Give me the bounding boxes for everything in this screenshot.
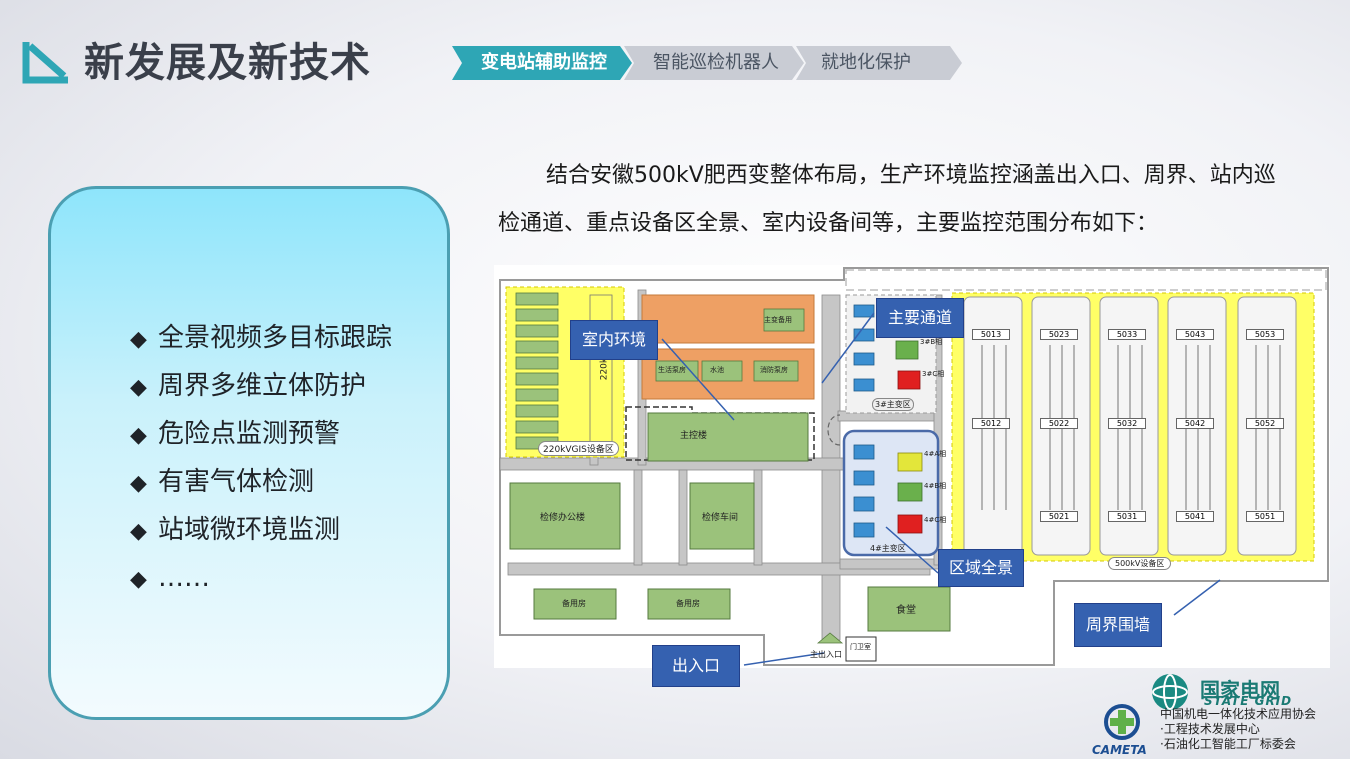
- phase-label: 3#B相: [920, 338, 943, 346]
- canteen-label: 食堂: [896, 605, 916, 616]
- bay-label: 5031: [1108, 511, 1146, 522]
- phase-label: 3#C相: [922, 370, 945, 378]
- maint-office-label: 检修办公楼: [540, 513, 586, 523]
- page-title: 新发展及新技术: [84, 40, 371, 86]
- bay-label: 5021: [1040, 511, 1078, 522]
- transformer4-area-label: 4#主变区: [870, 544, 906, 553]
- substation-layout-map: 主控楼 检修办公楼 检修车间 备用房 备用房 食堂 220kVGIS设备区 22…: [494, 265, 1330, 687]
- bay-label: 5043: [1176, 329, 1214, 340]
- diamond-bullet-icon: ◆: [130, 423, 147, 448]
- diamond-bullet-icon: ◆: [130, 327, 147, 352]
- kv500-area-label: 500kV设备区: [1108, 557, 1172, 570]
- main-entrance-label: 主出入口: [810, 650, 842, 659]
- pool-label: 水池: [710, 366, 724, 374]
- bay-label: 5012: [972, 418, 1010, 429]
- callout-perimeter-wall: 周界围墙: [1074, 603, 1162, 647]
- tab-inspection-robot[interactable]: 智能巡检机器人: [653, 52, 779, 73]
- main-control-label: 主控楼: [680, 431, 708, 441]
- callout-indoor-environment: 室内环境: [570, 320, 658, 360]
- diamond-bullet-icon: ◆: [130, 375, 147, 400]
- arrow-down-right-icon: [22, 42, 68, 84]
- living-pump-label: 生活泵房: [658, 366, 686, 374]
- bay-label: 5033: [1108, 329, 1146, 340]
- feature-panel: [48, 186, 450, 720]
- fire-pump-label: 消防泵房: [760, 366, 788, 374]
- equipment-room-label: 主变备用: [764, 316, 792, 324]
- phase-label: 4#B相: [924, 482, 947, 490]
- state-grid-name-cn: 国家电网: [1200, 678, 1280, 702]
- diamond-bullet-icon: ◆: [130, 519, 147, 544]
- transformer3-area-label: 3#主变区: [872, 398, 914, 411]
- list-item: ◆……: [130, 558, 392, 606]
- bay-label: 5051: [1246, 511, 1284, 522]
- bay-label: 5053: [1246, 329, 1284, 340]
- state-grid-name-en: STATE GRID: [1204, 694, 1293, 708]
- bay-label: 5023: [1040, 329, 1078, 340]
- gis220-area-label: 220kVGIS设备区: [538, 441, 619, 456]
- bay-label: 5032: [1108, 418, 1146, 429]
- tab-substation-monitoring[interactable]: 变电站辅助监控: [481, 52, 607, 73]
- cameta-name: CAMETA: [1092, 743, 1147, 757]
- cameta-logo-icon: [1104, 704, 1140, 740]
- tab-shapes: [452, 46, 962, 80]
- association-text: 中国机电一体化技术应用协会 ·工程技术发展中心 ·石油化工智能工厂标委会: [1160, 707, 1316, 752]
- list-item: ◆站域微环境监测: [130, 510, 392, 558]
- spare-room-label: 备用房: [562, 599, 586, 608]
- bay-label: 5022: [1040, 418, 1078, 429]
- intro-paragraph: 结合安徽500kV肥西变整体布局，生产环境监控涵盖出入口、周界、站内巡 检通道、…: [498, 152, 1334, 248]
- diamond-bullet-icon: ◆: [130, 567, 147, 592]
- list-item: ◆有害气体检测: [130, 462, 392, 510]
- intro-line-1: 结合安徽500kV肥西变整体布局，生产环境监控涵盖出入口、周界、站内巡: [546, 163, 1276, 188]
- callout-main-road: 主要通道: [876, 298, 964, 338]
- association-line: 中国机电一体化技术应用协会: [1160, 707, 1317, 721]
- state-grid-logo-icon: [1152, 674, 1188, 710]
- bay-label: 5041: [1176, 511, 1214, 522]
- association-line: ·工程技术发展中心: [1160, 722, 1260, 736]
- list-item: ◆全景视频多目标跟踪: [130, 318, 392, 366]
- bay-label: 5052: [1246, 418, 1284, 429]
- diamond-bullet-icon: ◆: [130, 471, 147, 496]
- list-item: ◆危险点监测预警: [130, 414, 392, 462]
- phase-label: 4#A相: [924, 450, 947, 458]
- callout-entrance: 出入口: [652, 645, 740, 687]
- bay-label: 5013: [972, 329, 1010, 340]
- spare-room-label: 备用房: [676, 599, 700, 608]
- guard-room-label: 门卫室: [850, 643, 871, 651]
- callout-area-panorama: 区域全景: [938, 549, 1024, 587]
- feature-list: ◆全景视频多目标跟踪 ◆周界多维立体防护 ◆危险点监测预警 ◆有害气体检测 ◆站…: [130, 318, 392, 606]
- phase-label: 4#C相: [924, 516, 947, 524]
- tab-local-protection[interactable]: 就地化保护: [821, 52, 911, 73]
- bay-label: 5042: [1176, 418, 1214, 429]
- intro-line-2: 检通道、重点设备区全景、室内设备间等，主要监控范围分布如下：: [498, 211, 1159, 236]
- list-item: ◆周界多维立体防护: [130, 366, 392, 414]
- association-line: ·石油化工智能工厂标委会: [1160, 737, 1296, 751]
- workshop-label: 检修车间: [702, 513, 739, 523]
